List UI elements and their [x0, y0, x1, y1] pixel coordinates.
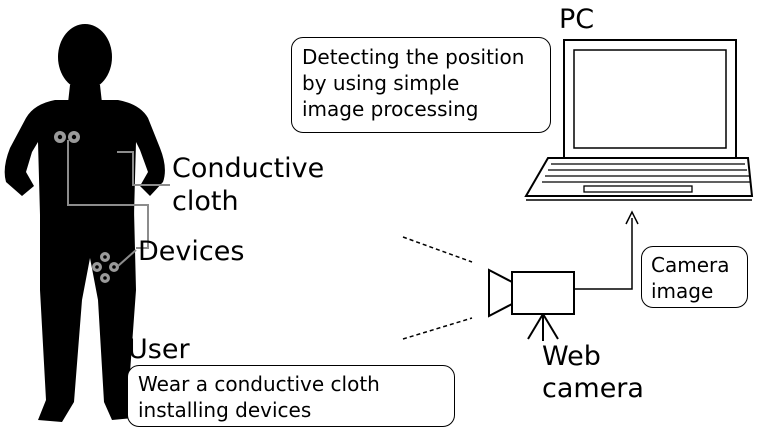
camera-image-line-2: image: [651, 279, 714, 303]
device-sensor-icon: [54, 131, 80, 143]
device-sensor-icon: [92, 252, 119, 283]
wear-cloth-box: Wear a conductive cloth installing devic…: [127, 365, 455, 427]
web-camera-icon: [488, 268, 575, 341]
detecting-position-box: Detecting the position by using simple i…: [291, 37, 551, 133]
camera-image-box: Camera image: [641, 246, 748, 308]
conductive-cloth-label-line1: Conductive: [172, 153, 325, 184]
camera-to-pc-arrow: [574, 210, 639, 290]
wear-line-1: Wear a conductive cloth: [138, 372, 380, 396]
conductive-cloth-label-line2: cloth: [172, 186, 239, 217]
camera-image-line-1: Camera: [651, 253, 730, 277]
pc-label: PC: [559, 4, 595, 35]
detecting-line-1: Detecting the position: [302, 45, 525, 69]
detecting-line-2: by using simple: [302, 71, 460, 95]
devices-label: Devices: [138, 236, 245, 267]
detecting-line-3: image processing: [302, 97, 479, 121]
user-label: User: [128, 334, 190, 365]
wear-line-2: installing devices: [138, 398, 312, 422]
camera-view-lines: [402, 236, 473, 340]
laptop-pc-icon: [524, 39, 754, 201]
web-camera-label-line1: Web: [542, 341, 601, 372]
web-camera-label-line2: camera: [542, 373, 644, 404]
leader-lines: [67, 140, 170, 267]
